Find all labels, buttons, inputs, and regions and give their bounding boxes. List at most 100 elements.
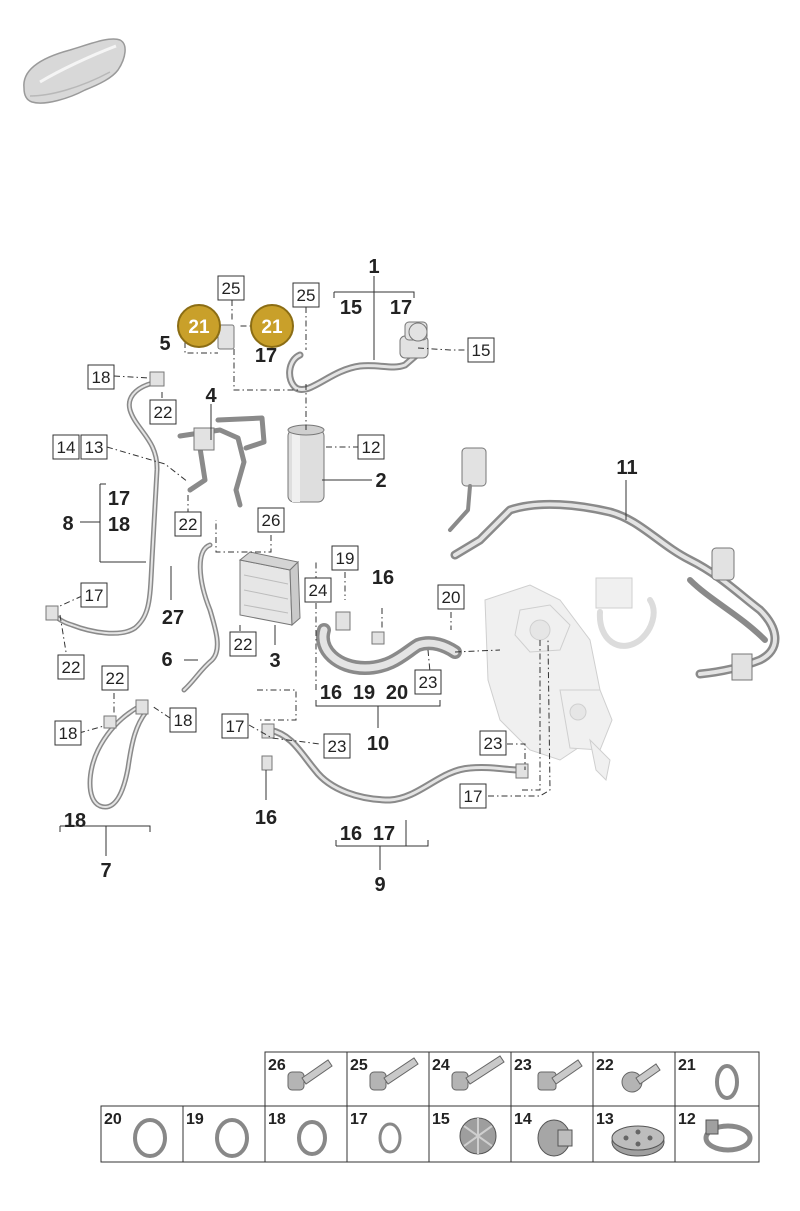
svg-text:19: 19 bbox=[336, 549, 355, 568]
leader-lines bbox=[59, 276, 627, 870]
svg-text:23: 23 bbox=[328, 737, 347, 756]
grommet-icon bbox=[611, 1125, 665, 1157]
valve-cap-icon bbox=[537, 1119, 573, 1157]
boxed-callout-18: 18 bbox=[169, 707, 197, 733]
boxed-callout-23: 23 bbox=[414, 669, 442, 695]
hose-10 bbox=[315, 611, 462, 675]
bolt-icon bbox=[287, 1059, 333, 1091]
svg-text:22: 22 bbox=[62, 658, 81, 677]
svg-text:17: 17 bbox=[226, 717, 245, 736]
svg-text:13: 13 bbox=[596, 1111, 614, 1128]
svg-text:23: 23 bbox=[514, 1057, 532, 1074]
boxed-callout-19: 19 bbox=[331, 545, 359, 571]
svg-text:15: 15 bbox=[432, 1111, 450, 1128]
boxed-callout-20: 20 bbox=[437, 584, 465, 610]
svg-text:18: 18 bbox=[92, 368, 111, 387]
callout-5: 5 bbox=[159, 333, 170, 355]
svg-text:18: 18 bbox=[59, 724, 78, 743]
svg-text:20: 20 bbox=[104, 1111, 122, 1128]
svg-text:24: 24 bbox=[432, 1057, 450, 1074]
callout-3: 3 bbox=[269, 650, 280, 672]
parts-cell-23: 23 bbox=[510, 1051, 594, 1109]
boxed-callout-25: 25 bbox=[217, 275, 245, 301]
svg-text:25: 25 bbox=[222, 279, 241, 298]
line-1-pipe bbox=[286, 321, 429, 393]
svg-text:15: 15 bbox=[472, 341, 491, 360]
parts-cell-15: 15 bbox=[428, 1105, 512, 1163]
svg-text:12: 12 bbox=[362, 438, 381, 457]
callout-20: 20 bbox=[386, 682, 408, 704]
boxed-callout-23: 23 bbox=[323, 733, 351, 759]
oring-icon bbox=[133, 1118, 167, 1158]
callout-15: 15 bbox=[340, 297, 362, 319]
svg-text:17: 17 bbox=[464, 787, 483, 806]
boxed-callouts: 25 25 15 18 22 14 13 12 22 26 19 24 20 1… bbox=[52, 275, 507, 809]
parts-cell-21: 21 bbox=[674, 1051, 760, 1109]
boxed-callout-13: 13 bbox=[80, 434, 108, 460]
svg-text:20: 20 bbox=[442, 588, 461, 607]
svg-text:22: 22 bbox=[106, 669, 125, 688]
svg-text:21: 21 bbox=[188, 317, 210, 338]
parts-cell-17: 17 bbox=[346, 1105, 430, 1163]
svg-text:19: 19 bbox=[186, 1111, 204, 1128]
boxed-callout-22: 22 bbox=[174, 511, 202, 537]
condenser-ghost bbox=[595, 577, 657, 649]
callout-17: 17 bbox=[373, 823, 395, 845]
parts-cell-13: 13 bbox=[592, 1105, 676, 1163]
svg-text:23: 23 bbox=[419, 673, 438, 692]
parts-cell-25: 25 bbox=[346, 1051, 430, 1109]
boxed-callout-15: 15 bbox=[467, 337, 495, 363]
parts-cell-22: 22 bbox=[592, 1051, 676, 1109]
parts-cell-19: 19 bbox=[182, 1105, 266, 1163]
callout-16: 16 bbox=[255, 807, 277, 829]
line-11-pipe bbox=[448, 447, 780, 681]
valve-cap-15-17 bbox=[408, 322, 428, 342]
parts-cell-18: 18 bbox=[264, 1105, 348, 1163]
oring-icon bbox=[297, 1120, 327, 1156]
oring-icon bbox=[378, 1122, 402, 1154]
line-8-pipe bbox=[45, 371, 165, 636]
line-6-pipe bbox=[181, 542, 220, 693]
boxed-callout-18: 18 bbox=[54, 720, 82, 746]
hose-clamp-icon bbox=[703, 1119, 753, 1153]
bolt-icon bbox=[369, 1057, 419, 1091]
stud-bolt-icon bbox=[537, 1059, 583, 1091]
svg-text:23: 23 bbox=[484, 734, 503, 753]
svg-text:22: 22 bbox=[234, 635, 253, 654]
circled-callout-21: 21 bbox=[250, 304, 294, 348]
dryer-cylinder-2 bbox=[287, 424, 325, 503]
svg-text:24: 24 bbox=[309, 581, 328, 600]
callout-18: 18 bbox=[64, 810, 86, 832]
svg-text:22: 22 bbox=[154, 403, 173, 422]
circled-callout-21: 21 bbox=[177, 304, 221, 348]
callout-18: 18 bbox=[108, 514, 130, 536]
svg-text:25: 25 bbox=[350, 1057, 368, 1074]
boxed-callout-12: 12 bbox=[357, 434, 385, 460]
callout-2: 2 bbox=[375, 470, 386, 492]
boxed-callout-25: 25 bbox=[292, 282, 320, 308]
compressor-ghost bbox=[484, 584, 613, 782]
svg-text:12: 12 bbox=[678, 1111, 696, 1128]
boxed-callout-17: 17 bbox=[80, 582, 108, 608]
svg-text:13: 13 bbox=[85, 438, 104, 457]
bracket-4 bbox=[177, 415, 267, 508]
callout-17: 17 bbox=[108, 488, 130, 510]
callout-9: 9 bbox=[374, 874, 385, 896]
callout-11: 11 bbox=[616, 457, 637, 479]
screw-icon bbox=[621, 1063, 661, 1093]
boxed-callout-17: 17 bbox=[459, 783, 487, 809]
svg-text:14: 14 bbox=[514, 1111, 532, 1128]
parts-cell-14: 14 bbox=[510, 1105, 594, 1163]
boxed-callout-22: 22 bbox=[101, 665, 129, 691]
callout-16: 16 bbox=[320, 682, 342, 704]
callout-17: 17 bbox=[390, 297, 412, 319]
callout-27: 27 bbox=[162, 607, 184, 629]
boxed-callout-24: 24 bbox=[304, 577, 332, 603]
svg-text:18: 18 bbox=[174, 711, 193, 730]
svg-text:21: 21 bbox=[261, 317, 283, 338]
callout-7: 7 bbox=[100, 860, 111, 882]
oring-icon bbox=[715, 1064, 739, 1100]
heat-exchanger-3 bbox=[238, 551, 301, 627]
svg-text:17: 17 bbox=[350, 1111, 368, 1128]
